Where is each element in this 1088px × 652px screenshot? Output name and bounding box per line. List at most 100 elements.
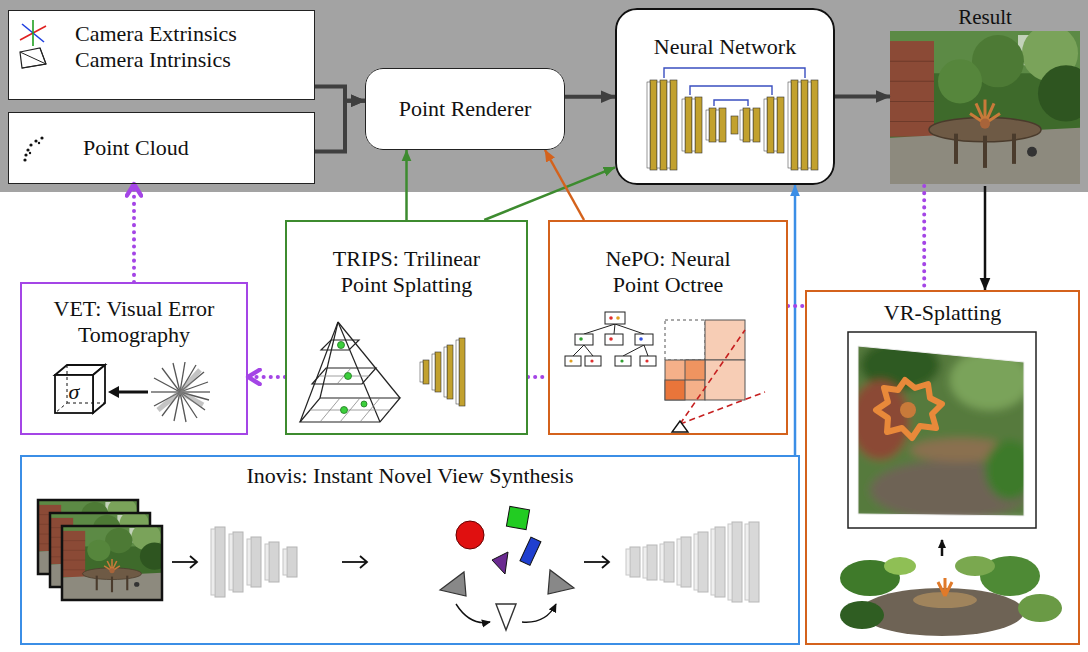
- method-box: Inovis: Instant Novel View Synthesis: [20, 455, 800, 645]
- method-box: TRIPS: Trilinear Point Splatting: [285, 220, 528, 435]
- point-cloud-icon: [38, 142, 40, 144]
- vr-illustration: [850, 340, 1035, 520]
- vr-illustration: [840, 601, 884, 629]
- vet-illustration: [93, 365, 105, 413]
- unet-illustration: [647, 82, 811, 168]
- camera-icons: [20, 48, 46, 68]
- box-fills: [548, 220, 788, 435]
- nepo-illustration: [615, 324, 644, 334]
- trips-illustration: [361, 401, 367, 407]
- box-title: Neural Network: [654, 34, 796, 60]
- trips-illustration: [423, 338, 465, 406]
- nepo-illustration: [565, 312, 765, 432]
- inovis-illustration: [728, 524, 732, 600]
- vr-illustration: [860, 588, 1024, 636]
- nepo-illustration: [665, 380, 685, 400]
- nepo-illustration: [620, 359, 623, 362]
- vr-illustration: [941, 540, 944, 556]
- nepo-illustration: [569, 316, 648, 362]
- trips-illustration: [300, 398, 400, 422]
- unet-illustration: [647, 82, 650, 168]
- point-cloud-icon: [29, 152, 31, 154]
- unet-illustration: [709, 108, 716, 142]
- vr-illustration: [955, 556, 995, 576]
- trips-illustration: [312, 368, 376, 384]
- inovis-illustration: [342, 561, 366, 563]
- box-title: Result: [958, 4, 1012, 30]
- nepo-illustration: [640, 356, 656, 366]
- point-cloud-icon: [34, 139, 37, 142]
- unet-illustration: [650, 80, 818, 170]
- point-cloud-icon: [26, 148, 29, 151]
- nepo-illustration: [665, 320, 705, 360]
- vet-illustration: [55, 375, 93, 413]
- box-fills: [20, 455, 800, 645]
- result-image: Result: [890, 4, 1080, 186]
- unet-illustration: [798, 82, 801, 168]
- inovis-illustration: [630, 522, 759, 602]
- trips-illustration: [338, 322, 400, 398]
- inovis-illustration: [664, 542, 674, 582]
- connector-arrow: [545, 150, 584, 220]
- trips-illustration: [456, 340, 459, 404]
- unet-illustration: [650, 80, 657, 170]
- inovis-illustration: [229, 534, 233, 590]
- nepo-illustration: [645, 359, 648, 362]
- vr-illustration: [1018, 594, 1062, 622]
- trips-illustration: [319, 376, 369, 377]
- connector-arrow: [835, 95, 890, 99]
- inovis-illustration: [211, 529, 287, 595]
- camera-icons: [20, 48, 46, 68]
- nepo-illustration: [579, 337, 583, 341]
- camera-icons: [32, 20, 34, 46]
- input-box: Camera ExtrinsicsCamera Intrinsics: [8, 10, 315, 100]
- unet-illustration: [719, 108, 726, 142]
- vr-illustration: [900, 402, 916, 418]
- camera-icons: [20, 20, 46, 68]
- vr-illustration: [840, 332, 1062, 636]
- unet-illustration: [664, 68, 805, 106]
- inovis-illustration: [660, 544, 664, 580]
- connector-arrow: [315, 101, 365, 152]
- unet-illustration: [692, 99, 695, 151]
- trips-illustration: [310, 410, 390, 411]
- nepo-illustration: [584, 324, 615, 334]
- vr-illustration: [848, 332, 1036, 528]
- inovis-illustration: [520, 537, 541, 565]
- nepo-illustration: [584, 345, 593, 356]
- point-cloud-icon: [29, 143, 32, 146]
- nepo-illustration: [644, 345, 648, 356]
- unet-illustration: [811, 80, 818, 170]
- unet-illustration: [695, 97, 702, 153]
- inovis-illustration: [492, 552, 508, 574]
- inovis-illustration: [215, 527, 297, 597]
- unet-illustration: [706, 110, 709, 140]
- box-fills: [805, 290, 1080, 645]
- trips-illustration: [444, 347, 447, 397]
- trips-illustration: [300, 322, 465, 422]
- connector-arrow: [248, 375, 285, 379]
- inovis-illustration: [283, 549, 287, 575]
- vr-illustration: [884, 557, 916, 575]
- nepo-illustration: [609, 316, 613, 320]
- trips-illustration: [338, 322, 380, 422]
- process-box: Point Renderer: [365, 68, 565, 150]
- vr-illustration: [850, 340, 1035, 520]
- unet-illustration: [791, 80, 798, 170]
- inovis-illustration: [643, 547, 647, 578]
- box-title: VR-Splatting: [884, 300, 1001, 326]
- inovis-illustration: [681, 537, 691, 587]
- box-title: Camera Extrinsics: [75, 21, 237, 47]
- inovis-illustration: [233, 532, 243, 592]
- inovis-illustration: [360, 556, 367, 568]
- inovis-illustration: [172, 561, 196, 563]
- vet-illustration: [162, 368, 180, 392]
- unet-illustration: [774, 99, 777, 151]
- unet-illustration: [647, 68, 818, 170]
- trips-illustration: [320, 322, 338, 398]
- inovis-illustration: [698, 532, 708, 592]
- inovis-illustration: [456, 604, 490, 623]
- point-cloud-icon: [40, 136, 43, 139]
